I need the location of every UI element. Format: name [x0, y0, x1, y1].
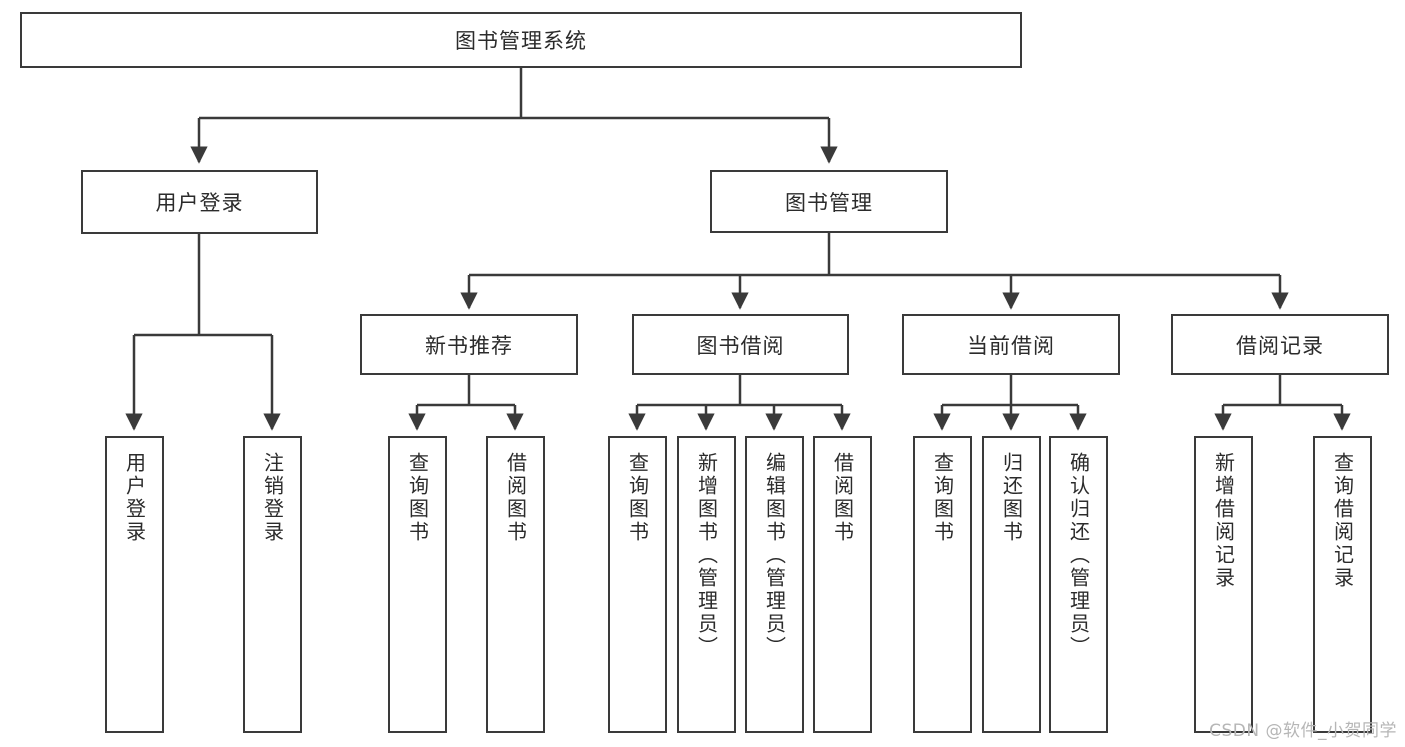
node-user-login-label: 用户登录 [155, 191, 244, 215]
node-borrow-record-label: 借阅记录 [1236, 333, 1324, 358]
node-new-book-recommend-label: 新书推荐 [425, 333, 513, 358]
watermark: CSDN @软件_小贺同学 [1209, 721, 1397, 741]
leaf-new-book-2[interactable]: 借阅图书 [486, 436, 545, 733]
node-current-borrow[interactable]: 当前借阅 [902, 314, 1120, 375]
leaf-book-borrow-4-label: 借阅图书 [830, 452, 855, 544]
node-current-borrow-label: 当前借阅 [967, 333, 1055, 358]
leaf-book-borrow-2[interactable]: 新增图书（管理员） [677, 436, 736, 733]
leaf-book-borrow-3-label: 编辑图书（管理员） [762, 452, 787, 659]
node-root[interactable]: 图书管理系统 [20, 12, 1022, 68]
leaf-book-borrow-2-label: 新增图书（管理员） [694, 452, 719, 659]
node-user-login[interactable]: 用户登录 [81, 170, 318, 234]
node-borrow-record[interactable]: 借阅记录 [1171, 314, 1389, 375]
leaf-borrow-record-1-label: 新增借阅记录 [1211, 452, 1236, 590]
leaf-user-login-1[interactable]: 用户登录 [105, 436, 164, 733]
node-new-book-recommend[interactable]: 新书推荐 [360, 314, 578, 375]
leaf-current-borrow-3[interactable]: 确认归还（管理员） [1049, 436, 1108, 733]
leaf-current-borrow-2[interactable]: 归还图书 [982, 436, 1041, 733]
leaf-user-login-2-label: 注销登录 [260, 452, 285, 544]
leaf-new-book-1-label: 查询图书 [405, 452, 430, 544]
leaf-borrow-record-2-label: 查询借阅记录 [1330, 452, 1355, 590]
leaf-book-borrow-1[interactable]: 查询图书 [608, 436, 667, 733]
leaf-user-login-2[interactable]: 注销登录 [243, 436, 302, 733]
node-book-borrow-label: 图书借阅 [696, 333, 785, 358]
node-book-borrow[interactable]: 图书借阅 [632, 314, 849, 375]
leaf-new-book-1[interactable]: 查询图书 [388, 436, 447, 733]
leaf-borrow-record-1[interactable]: 新增借阅记录 [1194, 436, 1253, 733]
leaf-book-borrow-4[interactable]: 借阅图书 [813, 436, 872, 733]
leaf-book-borrow-3[interactable]: 编辑图书（管理员） [745, 436, 804, 733]
leaf-current-borrow-3-label: 确认归还（管理员） [1066, 452, 1091, 659]
leaf-book-borrow-1-label: 查询图书 [625, 452, 650, 544]
leaf-current-borrow-1[interactable]: 查询图书 [913, 436, 972, 733]
leaf-new-book-2-label: 借阅图书 [503, 452, 528, 544]
leaf-current-borrow-2-label: 归还图书 [999, 452, 1024, 544]
leaf-current-borrow-1-label: 查询图书 [930, 452, 955, 544]
node-book-management[interactable]: 图书管理 [710, 170, 948, 233]
node-root-label: 图书管理系统 [455, 29, 587, 53]
node-book-management-label: 图书管理 [785, 190, 873, 215]
leaf-user-login-1-label: 用户登录 [122, 452, 147, 544]
leaf-borrow-record-2[interactable]: 查询借阅记录 [1313, 436, 1372, 733]
